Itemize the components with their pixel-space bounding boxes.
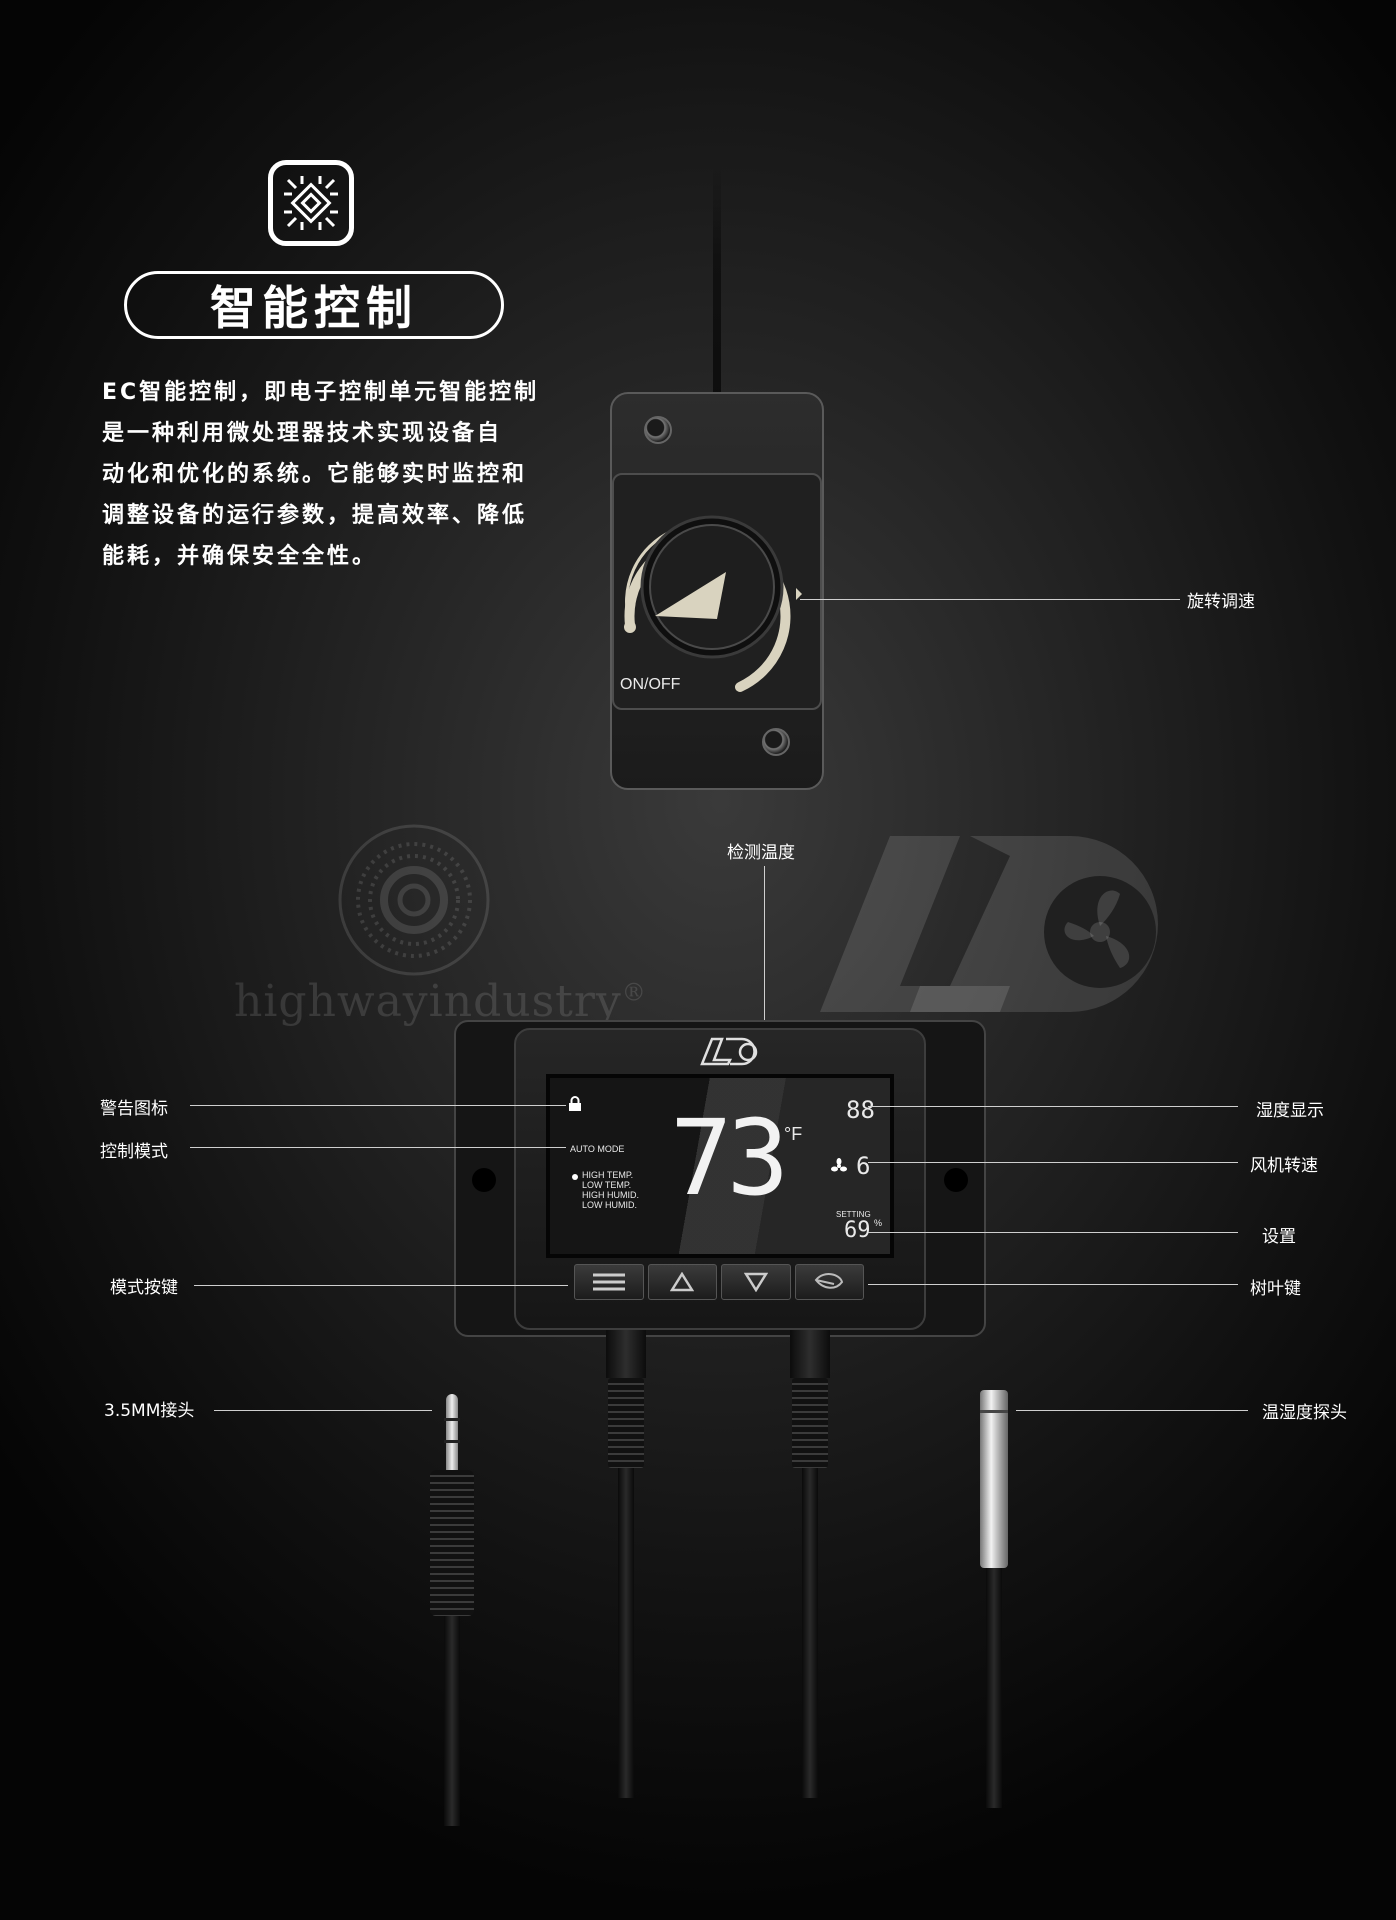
callout-line	[868, 1106, 1238, 1107]
callout-mode-button: 模式按键	[110, 1278, 178, 1298]
speed-dial[interactable]	[612, 473, 822, 710]
humidity-value: 88	[846, 1096, 875, 1124]
page-title: 智能控制	[124, 271, 504, 339]
screw	[644, 416, 672, 444]
mount-hole	[944, 1168, 968, 1192]
down-button[interactable]	[721, 1264, 791, 1300]
intro-line: 能耗，并确保安全全性。	[102, 544, 378, 569]
brand-watermark: highwayindustry®	[234, 976, 647, 1027]
cable-boot	[606, 1330, 646, 1378]
probe-ring	[980, 1410, 1008, 1413]
triangle-down-icon	[743, 1272, 768, 1292]
cable	[444, 1616, 460, 1826]
fan-speed-value: 6	[856, 1152, 871, 1180]
callout-settings: 设置	[1262, 1227, 1296, 1247]
menu-icon	[592, 1273, 625, 1291]
mode-option: LOW HUMID.	[582, 1200, 637, 1210]
leaf-icon	[814, 1273, 844, 1289]
cable	[802, 1468, 818, 1798]
intro-line: 动化和优化的系统。它能够实时监控和	[102, 462, 528, 487]
callout-warning-icon: 警告图标	[100, 1099, 168, 1119]
lcd-display: AUTO MODE HIGH TEMP. LOW TEMP. HIGH HUMI…	[546, 1074, 894, 1258]
cable	[986, 1568, 1002, 1808]
cable-boot	[790, 1330, 830, 1378]
warning-lock-icon	[569, 1096, 581, 1111]
screw	[762, 728, 790, 756]
setting-value: 69	[844, 1218, 871, 1243]
temperature-unit: °F	[784, 1124, 803, 1144]
on-off-label: ON/OFF	[620, 676, 681, 693]
registered-mark: ®	[621, 978, 647, 1007]
ljd-logo-watermark	[820, 836, 1158, 1012]
button-row	[574, 1264, 864, 1300]
fan-icon	[831, 1158, 847, 1172]
audio-jack-ring	[444, 1440, 460, 1443]
fan-logo-watermark	[338, 824, 490, 976]
callout-line	[194, 1285, 568, 1286]
mount-hole	[472, 1168, 496, 1192]
callout-line	[1016, 1410, 1248, 1411]
mode-indicator-dot	[572, 1174, 578, 1180]
callout-speed-knob: 旋转调速	[1187, 592, 1255, 612]
callout-line	[764, 866, 765, 1124]
audio-jack-body	[430, 1470, 474, 1616]
intro-line: EC智能控制，即电子控制单元智能控制	[102, 380, 540, 405]
callout-line	[190, 1147, 566, 1148]
intro-line: 是一种利用微处理器技术实现设备自	[102, 421, 503, 446]
audio-jack-ring	[444, 1418, 460, 1421]
callout-humidity-display: 湿度显示	[1256, 1101, 1324, 1121]
mode-option: HIGH TEMP.	[582, 1170, 634, 1180]
callout-control-mode: 控制模式	[100, 1142, 168, 1162]
brand-watermark-text: highwayindustry	[234, 976, 622, 1027]
intro-paragraph: EC智能控制，即电子控制单元智能控制 是一种利用微处理器技术实现设备自 动化和优…	[102, 372, 572, 577]
callout-line	[800, 599, 1180, 600]
mode-button[interactable]	[574, 1264, 644, 1300]
callout-fan-speed: 风机转速	[1250, 1156, 1318, 1176]
callout-jack: 3.5MM接头	[104, 1401, 195, 1421]
probe-sensor	[980, 1390, 1008, 1568]
auto-mode-label: AUTO MODE	[570, 1144, 625, 1154]
chip-icon	[268, 160, 354, 246]
cable-strain-relief	[608, 1378, 644, 1468]
audio-jack-tip	[446, 1394, 458, 1470]
intro-line: 调整设备的运行参数，提高效率、降低	[102, 503, 528, 528]
callout-detect-temp: 检测温度	[727, 843, 795, 863]
callout-line	[190, 1105, 566, 1106]
up-button[interactable]	[647, 1264, 717, 1300]
callout-line	[868, 1162, 1238, 1163]
ljd-logo	[700, 1037, 758, 1066]
mode-option: HIGH HUMID.	[582, 1190, 639, 1200]
mode-option: LOW TEMP.	[582, 1180, 632, 1190]
callout-probe: 温湿度探头	[1262, 1403, 1347, 1423]
callout-line	[868, 1284, 1238, 1285]
callout-line	[868, 1232, 1238, 1233]
leaf-button[interactable]	[794, 1264, 864, 1300]
setting-unit: %	[874, 1218, 883, 1228]
callout-leaf-button: 树叶键	[1250, 1279, 1301, 1299]
cable	[618, 1468, 634, 1798]
triangle-up-icon	[670, 1272, 695, 1292]
setting-label: SETTING	[836, 1210, 871, 1219]
mode-options-list: HIGH TEMP. LOW TEMP. HIGH HUMID. LOW HUM…	[582, 1170, 639, 1210]
knob-cable	[713, 160, 721, 480]
callout-line	[214, 1410, 432, 1411]
lcd-glare	[550, 1078, 890, 1254]
temperature-reading: 73	[670, 1097, 789, 1219]
cable-strain-relief	[792, 1378, 828, 1468]
